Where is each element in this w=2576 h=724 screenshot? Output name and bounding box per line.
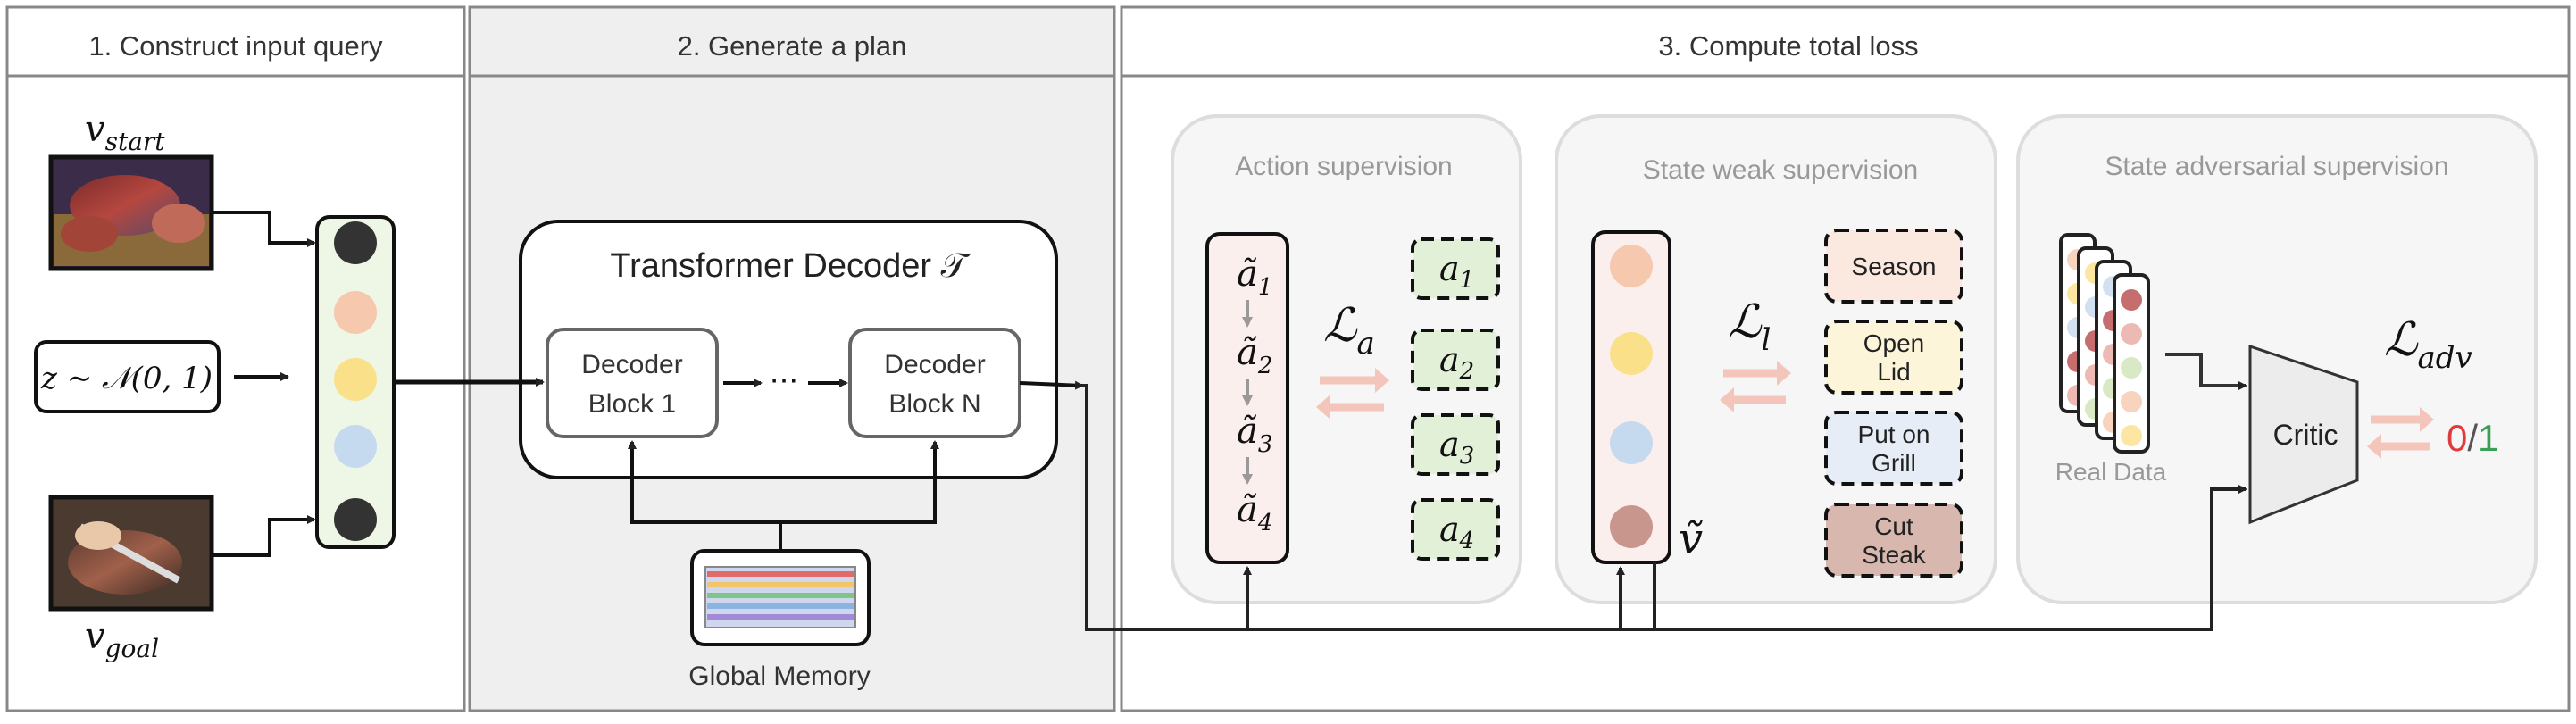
real-data-dot [2121, 357, 2142, 379]
decoder-block-1 [546, 328, 719, 438]
decoder-block-n-line1: Decoder [884, 350, 985, 379]
action-loss-label: ℒa [1323, 299, 1375, 362]
real-data-dot [2121, 425, 2142, 446]
state-label-line2: Lid [1877, 358, 1910, 386]
input-token-3 [334, 358, 377, 401]
target-one: 1 [2478, 417, 2498, 459]
real-data-stack [2059, 233, 2150, 454]
state-label-line1: Put on [1858, 420, 1930, 448]
state-circle-3 [1610, 421, 1653, 464]
ground-truth-action-box-3 [1411, 413, 1500, 476]
input-token-circles [334, 221, 377, 541]
decoder-ellipsis: ··· [770, 363, 798, 399]
state-circle-4 [1610, 505, 1653, 548]
predicted-action-3: ã3 [1237, 411, 1272, 458]
ground-truth-action-2: a2 [1439, 340, 1474, 385]
state-label-box-4 [1824, 503, 1963, 578]
action-exchange-arrows [1316, 368, 1389, 420]
state-label-box-2 [1824, 320, 1963, 395]
decoder-block-n [848, 328, 1021, 438]
global-memory-stripes [704, 566, 856, 628]
target-zero: 0 [2447, 417, 2467, 459]
state-circle-2 [1610, 332, 1653, 375]
input-token-1 [334, 221, 377, 264]
input-token-5 [334, 498, 377, 541]
adversarial-loss-label: ℒadv [2384, 313, 2472, 376]
ground-truth-action-3: a3 [1439, 425, 1474, 470]
real-data-label: Real Data [2055, 458, 2167, 486]
state-label-box-3 [1824, 411, 1963, 486]
panel-construct-query: 1. Construct input query vstart z ∼ 𝒩(0,… [5, 5, 466, 712]
panel-generate-plan: 2. Generate a plan Transformer Decoder 𝒯… [394, 5, 1116, 712]
predicted-action-4: ã4 [1237, 489, 1272, 537]
memory-stripe [707, 582, 854, 587]
state-v-tilde: ṽ [1679, 514, 1703, 564]
ground-truth-action-4: a4 [1439, 510, 1474, 554]
noise-box [34, 340, 221, 413]
memory-stripe [707, 571, 854, 577]
state-exchange-arrows [1720, 361, 1791, 412]
goal-image [48, 495, 214, 612]
memory-stripe [707, 593, 854, 598]
state-label-line1: Cut [1874, 512, 1913, 540]
input-token-2 [334, 291, 377, 334]
panel-title-1: 1. Construct input query [88, 30, 383, 62]
adversarial-target: 0/1 [2447, 417, 2498, 459]
state-label-line1: Season [1852, 253, 1937, 280]
state-label-box-1 [1824, 229, 1963, 304]
predicted-action-2: ã2 [1237, 332, 1272, 379]
input-token-4 [334, 425, 377, 468]
critic-label: Critic [2273, 419, 2338, 451]
ground-truth-actions: a1 a2 a3 a4 [1411, 237, 1500, 561]
state-loss-label: ℒl [1728, 295, 1771, 358]
state-label-line2: Steak [1862, 541, 1927, 569]
state-circles [1610, 245, 1653, 548]
action-supervision-title: Action supervision [1235, 152, 1452, 181]
transformer-decoder-title: Transformer Decoder 𝒯 [610, 247, 971, 285]
noise-label: z ∼ 𝒩(0, 1) [40, 361, 213, 396]
panel-title-3: 3. Compute total loss [1658, 30, 1918, 62]
target-slash: / [2467, 417, 2478, 459]
state-label-line1: Open [1863, 329, 1925, 357]
ground-truth-action-1: a1 [1439, 249, 1474, 294]
global-memory-label: Global Memory [688, 662, 870, 691]
ground-truth-action-box-1 [1411, 237, 1500, 300]
state-weak-supervision-title: State weak supervision [1643, 155, 1919, 185]
v-start-label: vstart [85, 109, 165, 156]
decoder-block-1-line1: Decoder [581, 350, 682, 379]
state-adversarial-title: State adversarial supervision [2105, 152, 2448, 181]
critic-shape [2248, 344, 2359, 525]
state-label-line2: Grill [1872, 449, 1916, 477]
state-bar [1591, 230, 1671, 564]
real-data-dot [2121, 289, 2142, 311]
adversarial-exchange-arrows [2367, 407, 2434, 459]
real-data-dot [2121, 323, 2142, 345]
v-goal-label: vgoal [85, 616, 159, 663]
memory-stripe [707, 614, 854, 620]
panel-title-2: 2. Generate a plan [678, 30, 907, 62]
memory-stripe [707, 603, 854, 609]
panel-compute-loss: 3. Compute total loss Action supervision… [1082, 5, 2571, 712]
predicted-action-1: ã1 [1237, 254, 1272, 301]
ground-truth-action-box-4 [1411, 498, 1500, 561]
start-image [48, 154, 214, 271]
state-circle-1 [1610, 245, 1653, 287]
real-data-dot [2121, 391, 2142, 412]
ground-truth-action-box-2 [1411, 329, 1500, 391]
predicted-actions: ã1 ã2 ã3 ã4 [1237, 254, 1272, 537]
decoder-block-1-line2: Block 1 [588, 389, 676, 419]
decoder-block-n-line2: Block N [888, 389, 980, 419]
